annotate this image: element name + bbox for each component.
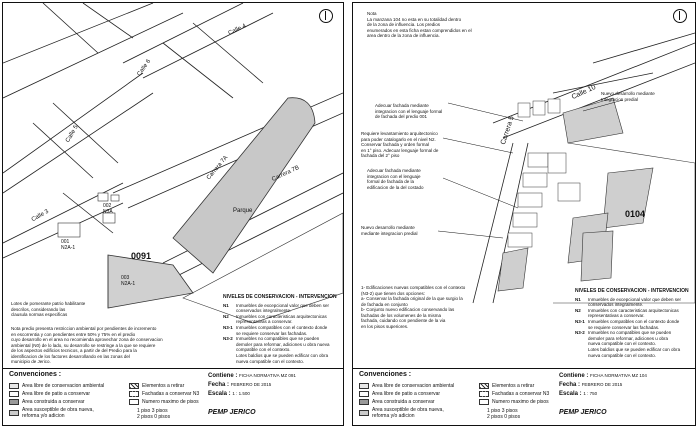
meta-fecha: Fecha : FEBRERO DE 2015 [208,382,272,388]
level-key: N3-1 [223,324,233,330]
level-text: Lotes baldios que se pueden edificar con… [588,346,681,358]
callout: Nuevo desarrollo mediante Integracion pr… [601,91,655,102]
level-text: Inmuebles de excepcional valor que deben… [588,296,682,308]
north-arrow-icon [319,9,333,23]
conservation-levels: NIVELES DE CONSERVACION - INTERVENCION N… [223,294,341,364]
levels-title: NIVELES DE CONSERVACION - INTERVENCION [575,288,689,294]
level-key: N1 [575,296,581,302]
lot-code: 003 N2A-1 [121,275,136,287]
conservation-levels: NIVELES DE CONSERVACION - INTERVENCION N… [575,288,693,358]
callout: Adecuar fachada mediante integracion con… [367,168,424,190]
legend-item: Fachadas a conservar N3 [479,391,549,397]
legend-item: Area libre de patio a conservar [359,391,440,397]
legend-item: Area construida a conservar [9,399,85,405]
swatch-icon [359,391,369,397]
swatch-icon [479,383,489,389]
note-bottom: Nota predio presenta restriccion ambient… [11,326,163,364]
legend-item: Numero maximo de pisos [479,399,549,405]
level-key [575,347,585,358]
conventions-panel: Convenciones : Area libre de conservacio… [353,368,695,425]
swatch-icon [129,391,139,397]
legend-item: Area libre de conservacion ambiental [9,383,104,389]
right-map-drawing [437,32,695,304]
legend-item: Area construida a conservar [359,399,435,405]
left-map-sheet: Calle 6 Calle 5 Calle 4 Carrera 7A Carre… [2,2,344,426]
swatch-icon [9,399,19,405]
logo: PEMP JERICO [208,409,256,416]
level-key: N2 [575,307,581,313]
map-note: Nota La manzana 104 no esta en su totali… [367,11,472,38]
pisos-legend: 1 piso 3 pisos 2 pisos 0 pisos [487,408,521,420]
block-id: 0104 [625,209,646,219]
legend-item: Area libre de patio a conservar [9,391,90,397]
level-text: Inmuebles con caracteristicas arquitecto… [588,307,679,319]
level-key: N3-1 [575,318,585,324]
level-key: N1 [223,302,229,308]
meta-contiene: Contiene : FICHA NORMATIVA MZ 091 [208,373,296,379]
lot-code: 001 N2A-1 [61,239,76,251]
callout: Adecuar fachada mediante integracion con… [375,103,443,119]
swatch-icon [479,391,489,397]
level-text: Inmuebles con caracteristicas arquitecto… [236,313,327,325]
swatch-icon [9,391,19,397]
block-id: 0091 [131,251,152,261]
swatch-icon [129,399,139,405]
level-text: Inmuebles de excepcional valor que deben… [236,302,330,314]
swatch-icon [359,383,369,389]
left-map-drawing [3,3,343,324]
legend-item: Area susceptible de obra nueva, reforma … [9,407,94,419]
meta-escala: Escala : 1 : 1.500 [208,391,250,397]
level-key: N2 [223,313,229,319]
legend-item: Elementos a retirar [479,383,534,389]
parque-label: Parque [233,208,253,214]
callout: Nuevo desarrollo mediante mediante integ… [361,225,418,236]
level-key: N3-2 [575,330,585,336]
levels-title: NIVELES DE CONSERVACION - INTERVENCION [223,294,337,300]
logo: PEMP JERICO [559,409,607,416]
swatch-icon [9,410,19,416]
conventions-title: Convenciones : [9,371,62,378]
swatch-icon [359,399,369,405]
swatch-icon [479,399,489,405]
swatch-icon [129,383,139,389]
level-text: Inmuebles compatibles con el contexto do… [588,318,680,330]
swatch-icon [9,383,19,389]
pisos-legend: 1 piso 3 pisos 2 pisos 0 pisos [137,408,171,420]
parque-shape [172,97,316,274]
level-text: Inmuebles no compatibles que se pueden d… [588,330,672,347]
meta-escala: Escala : 1 : 750 [559,391,598,397]
legend-item: Area susceptible de obra nueva, reforma … [359,407,444,419]
level-text: Lotes baldios que se pueden edificar con… [236,352,329,364]
legend-item: Fachadas a conservar N3 [129,391,199,397]
meta-contiene: Contiene : FICHA NORMATIVA MZ 104 [559,373,647,379]
notes-extra: 1- Edificaciones nuevas compatibles con … [361,285,466,329]
legend-item: Area libre de conservacion ambiental [359,383,454,389]
swatch-icon [359,410,369,416]
meta-fecha: Fecha : FEBRERO DE 2015 [559,382,623,388]
note-top: Lotes de pomerante patrio habilitante de… [11,301,86,317]
level-text: Inmuebles no compatibles que se pueden d… [236,336,330,353]
legend-item: Numero maximo de pisos [129,399,199,405]
conventions-panel: Convenciones : Area libre de conservacio… [3,368,343,425]
lot-code: 002 N3A [103,203,113,215]
level-text: Inmuebles compatibles con el contexto do… [236,324,328,336]
conventions-title: Convenciones : [359,371,412,378]
north-arrow-icon [673,9,687,23]
level-key [223,353,233,364]
level-key: N3-2 [223,336,233,342]
right-map-sheet: Nota La manzana 104 no esta en su totali… [352,2,696,426]
legend-item: Elementos a retirar [129,383,184,389]
callout: Requiere levantamiento arquitectonico pa… [361,131,439,158]
